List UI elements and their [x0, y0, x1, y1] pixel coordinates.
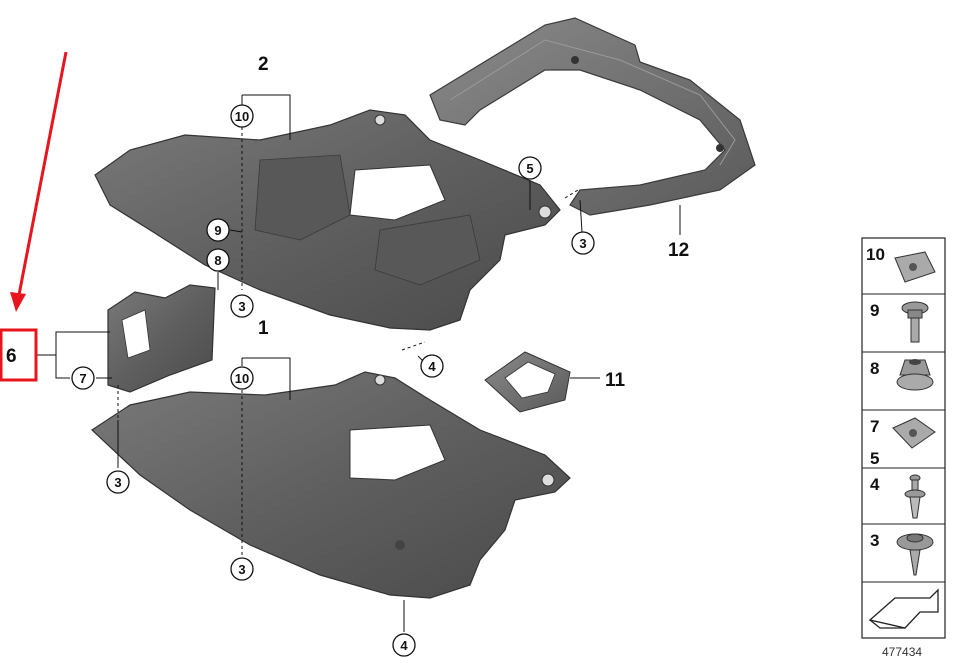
- part-label-12: 12: [668, 240, 689, 261]
- callout-3-upper: 3: [230, 294, 254, 318]
- legend-label-10: 10: [866, 245, 885, 264]
- annotation-arrow: [16, 51, 68, 301]
- callout-10-upper: 10: [230, 104, 254, 128]
- svg-text:10: 10: [235, 371, 249, 386]
- legend-label-9: 9: [870, 301, 879, 320]
- svg-text:3: 3: [238, 562, 245, 577]
- shield-part-2: [94, 109, 561, 331]
- fastener-legend: 10 9 8 7 5 4: [861, 237, 946, 639]
- svg-text:4: 4: [428, 359, 436, 374]
- part-label-6: 6: [6, 346, 17, 367]
- callout-10-lower: 10: [230, 366, 254, 390]
- catalog-number: 477434: [882, 645, 922, 659]
- svg-text:8: 8: [214, 253, 221, 268]
- screw-icon: [896, 533, 934, 576]
- annotation-arrow-head: [10, 292, 26, 312]
- legend-label-4: 4: [870, 475, 880, 494]
- svg-text:9: 9: [214, 223, 221, 238]
- part-label-11: 11: [605, 370, 626, 391]
- part-label-2: 2: [258, 54, 269, 75]
- svg-text:3: 3: [114, 475, 121, 490]
- callout-7: 7: [71, 366, 95, 390]
- part-label-1: 1: [258, 318, 269, 339]
- legend-label-7: 7: [870, 417, 879, 436]
- shield-part-1: [91, 371, 571, 599]
- part-6-highlight-box: [0, 328, 38, 382]
- frame-part-12: [429, 17, 756, 216]
- leader-lines: [36, 94, 681, 632]
- svg-text:3: 3: [579, 236, 586, 251]
- speed-nut-icon: [892, 417, 936, 449]
- callout-3-lower: 3: [230, 557, 254, 581]
- callout-3-right: 3: [571, 231, 595, 255]
- orientation-arrow-icon: [868, 588, 939, 629]
- legend-label-8: 8: [870, 359, 879, 378]
- legend-label-5: 5: [870, 449, 879, 468]
- push-rivet-icon: [904, 474, 926, 519]
- bracket-part-6: [107, 284, 216, 393]
- svg-text:7: 7: [79, 371, 86, 386]
- bolt-icon: [901, 301, 929, 343]
- callout-4-upper: 4: [420, 354, 444, 378]
- legend-label-3: 3: [870, 531, 879, 550]
- callout-9: 9: [206, 218, 230, 242]
- frame-part-11: [484, 351, 571, 413]
- svg-text:10: 10: [235, 109, 249, 124]
- svg-text:5: 5: [526, 161, 533, 176]
- flange-nut-icon: [896, 359, 934, 391]
- callout-3-left: 3: [106, 470, 130, 494]
- callout-4-lower: 4: [392, 633, 416, 657]
- clip-nut-icon: [894, 251, 936, 283]
- callout-8: 8: [206, 248, 230, 272]
- callout-5: 5: [518, 156, 542, 180]
- svg-text:3: 3: [238, 299, 245, 314]
- svg-text:4: 4: [400, 638, 408, 653]
